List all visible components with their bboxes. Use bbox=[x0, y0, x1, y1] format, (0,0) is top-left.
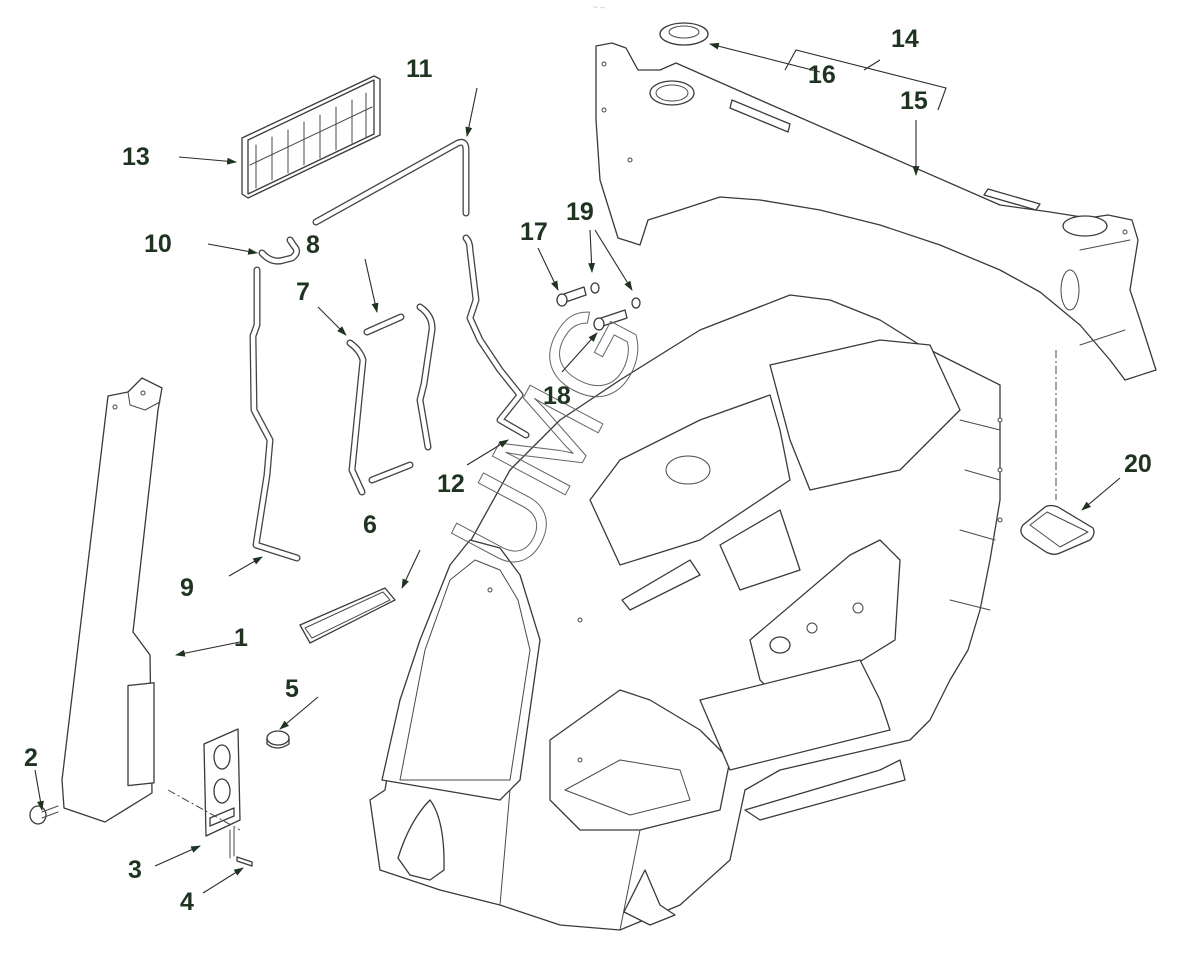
part-17-bolt bbox=[556, 286, 587, 307]
leader-7 bbox=[317, 306, 347, 336]
leader-19b bbox=[594, 229, 633, 291]
callout-20: 20 bbox=[1124, 450, 1152, 478]
leader-9 bbox=[228, 556, 263, 577]
leader-4 bbox=[202, 867, 244, 894]
cab-body bbox=[369, 294, 1003, 931]
alignment-line-3 bbox=[167, 789, 241, 831]
part-7-hose bbox=[346, 339, 414, 496]
callout-17: 17 bbox=[520, 218, 548, 246]
callout-13: 13 bbox=[122, 143, 150, 171]
part-11-bent-tube bbox=[312, 138, 470, 226]
part-2-fastener bbox=[29, 805, 59, 825]
callout-18: 18 bbox=[543, 382, 571, 410]
leader-6 bbox=[401, 549, 421, 589]
leader-17 bbox=[537, 247, 559, 291]
part-4-screw bbox=[236, 856, 253, 867]
callout-10: 10 bbox=[144, 230, 172, 258]
leader-3 bbox=[154, 845, 201, 867]
part-5-grommet bbox=[266, 730, 290, 749]
callout-11: 11 bbox=[406, 55, 433, 83]
bracket-14 bbox=[784, 49, 947, 111]
callout-16: 16 bbox=[808, 61, 836, 89]
leader-8 bbox=[364, 258, 379, 313]
leader-5 bbox=[279, 696, 319, 730]
leader-19a bbox=[588, 229, 596, 273]
callout-labels: 1 2 3 4 5 6 7 8 9 10 11 12 13 14 15 16 1… bbox=[24, 25, 1152, 916]
leader-12 bbox=[466, 439, 509, 466]
part-8-short-hose bbox=[363, 303, 436, 451]
part-18-bolt bbox=[593, 309, 628, 331]
part-15-headliner bbox=[595, 42, 1157, 381]
leader-14 bbox=[863, 59, 881, 71]
callout-12: 12 bbox=[437, 470, 465, 498]
part-19-washers bbox=[590, 282, 641, 309]
callout-2: 2 bbox=[24, 744, 38, 772]
part-13-grille bbox=[241, 75, 381, 199]
leader-10 bbox=[207, 243, 258, 255]
callout-8: 8 bbox=[306, 231, 320, 259]
leader-20 bbox=[1081, 477, 1121, 511]
top-mark: ~ -- bbox=[593, 3, 606, 12]
callout-14: 14 bbox=[891, 25, 919, 53]
part-1-trim-panel bbox=[61, 377, 163, 823]
leader-11 bbox=[465, 87, 478, 137]
callout-5: 5 bbox=[285, 675, 299, 703]
callout-9: 9 bbox=[180, 574, 194, 602]
leader-18 bbox=[561, 332, 598, 373]
callout-15: 15 bbox=[900, 87, 928, 115]
part-9-hose bbox=[249, 266, 301, 562]
callout-19: 19 bbox=[566, 198, 594, 226]
callout-4: 4 bbox=[180, 888, 194, 916]
part-12-hose bbox=[462, 234, 530, 439]
leader-2 bbox=[34, 769, 44, 811]
part-10-hook-clip bbox=[258, 236, 301, 265]
leader-1 bbox=[175, 641, 241, 657]
callout-7: 7 bbox=[296, 278, 310, 306]
leader-16 bbox=[709, 42, 821, 73]
part-3-control-plate bbox=[203, 728, 241, 859]
callout-1: 1 bbox=[234, 624, 248, 652]
leader-lines bbox=[34, 42, 1121, 894]
leader-13 bbox=[178, 156, 237, 165]
part-20-seal-ring bbox=[1020, 504, 1095, 555]
part-6-seal bbox=[299, 587, 396, 644]
callout-6: 6 bbox=[363, 511, 377, 539]
callout-3: 3 bbox=[128, 856, 142, 884]
part-16-plug bbox=[659, 22, 709, 46]
